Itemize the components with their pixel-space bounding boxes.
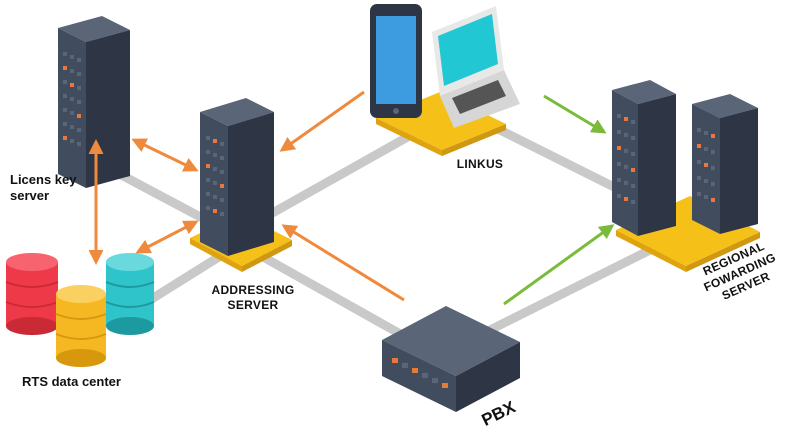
database-yellow — [55, 285, 107, 367]
laptop-icon — [432, 6, 520, 128]
pbx-icon — [382, 306, 520, 412]
orange-arrows — [88, 90, 405, 302]
addressing-server-icon — [200, 98, 274, 256]
arrow-datacenter-addressing — [135, 220, 199, 254]
arrow-pbx-addressing — [281, 224, 405, 302]
arrow-linkus-regional — [543, 94, 607, 134]
arrow-linkus-addressing — [279, 90, 365, 152]
regional-server-icon — [612, 80, 758, 236]
linkus-devices — [370, 4, 520, 156]
link-addressing-linkus — [255, 125, 425, 225]
license-server-icon — [58, 16, 130, 188]
arrow-pbx-regional — [503, 224, 615, 306]
addressing-label-line2: SERVER — [227, 298, 279, 312]
addressing-server — [190, 98, 292, 272]
linkus-label: LINKUS — [440, 157, 520, 172]
green-arrows — [503, 94, 615, 306]
phone-icon — [370, 4, 422, 118]
link-pbx-regional — [465, 240, 665, 345]
network-links — [107, 110, 665, 350]
database-teal — [105, 253, 155, 335]
data-center-label: RTS data center — [22, 374, 121, 390]
arrow-license-addressing — [131, 138, 199, 172]
linkus-label-text: LINKUS — [456, 157, 504, 171]
license-server-label: Licens key server — [10, 172, 77, 204]
regional-server — [612, 80, 760, 272]
data-center-label-text: RTS data center — [22, 374, 121, 389]
license-server-label-line1: Licens key — [10, 172, 77, 187]
addressing-label-line1: ADDRESSING — [211, 283, 295, 297]
license-server-label-line2: server — [10, 188, 50, 203]
addressing-server-label: ADDRESSING SERVER — [198, 283, 308, 313]
database-icon — [5, 253, 155, 367]
database-red — [5, 253, 59, 335]
link-addressing-pbx — [260, 253, 425, 350]
